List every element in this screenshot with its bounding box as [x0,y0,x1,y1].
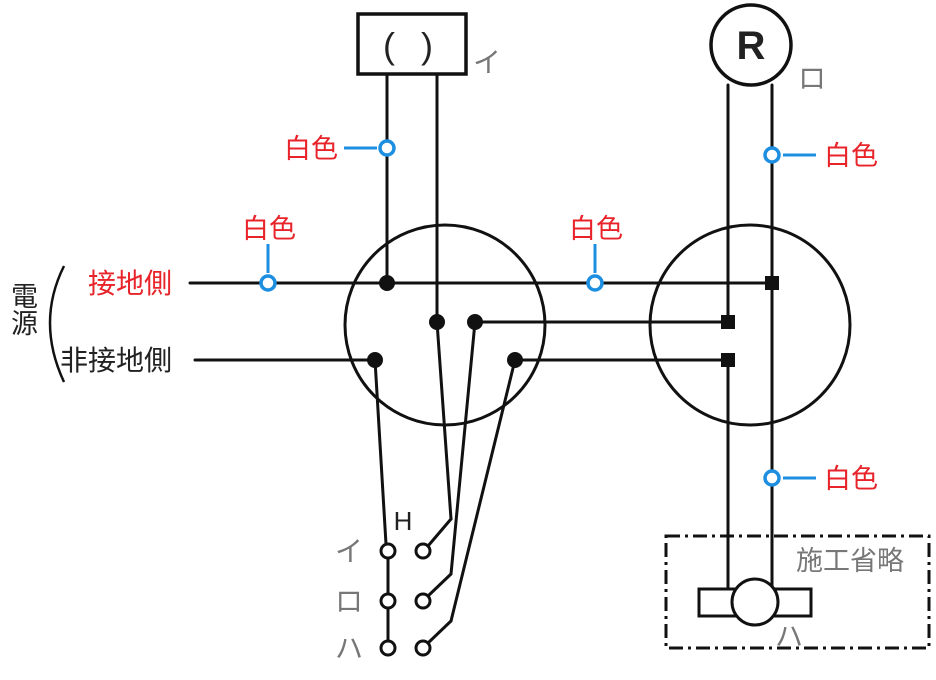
switch-ha-terminal-right [414,639,432,657]
omitted-fixture-circle [730,577,780,627]
white-marker [586,274,604,292]
node-square [765,276,779,290]
construction-omitted-label: 施工省略 [796,546,904,576]
lamp-receptacle-circuit-label: ロ [798,63,826,94]
switch-terminals [379,542,432,657]
white-wire-label-5: 白色 [824,464,878,494]
white-marker [763,146,781,164]
omitted-fixture-circuit-label: ハ [775,621,803,652]
lamp-receptacle-circle [709,3,793,87]
switch-ha-terminal-left [379,639,397,657]
ungrounded-side-label: 非接地側 [60,345,172,376]
white-wire-label-1: 白色 [284,134,338,164]
wire-switch-ro-drop [449,320,477,576]
hotaru-switch-mark: H [394,506,413,536]
switch-ro-terminal-left [379,592,397,610]
ceiling-light-box [356,12,468,76]
lamp-receptacle-symbol: R [737,24,766,68]
white-wire-markers [259,139,781,487]
ceiling-light-symbol: ( ) [383,25,441,66]
junction-box-right [648,223,852,427]
construction-omitted-box [664,534,931,650]
power-label: 電源 [7,282,37,336]
grounded-side-label: 接地側 [88,268,172,299]
node-square [721,315,735,329]
wire-feed-to-switches [373,358,388,546]
connector-nodes [721,276,779,367]
white-wire-leaders [266,146,816,480]
wire-switch-ha-drop [449,358,517,623]
wire-lines [188,72,774,645]
ceiling-light-circuit-label: イ [473,47,501,78]
switch-i-terminal-left [379,542,397,560]
node-dot [367,352,383,368]
white-marker [763,469,781,487]
node-dot [467,314,483,330]
wire-switch-i-return [435,320,453,521]
switch-ro-label: ロ [335,586,363,617]
switch-i-label: イ [335,536,363,567]
white-marker [378,139,396,157]
power-bracket [48,265,66,383]
junction-box-left [343,223,547,427]
white-marker [259,274,277,292]
switch-ha-label: ハ [335,633,363,664]
switch-ro-blade [426,572,453,598]
ring-sleeve-nodes [367,275,523,368]
switch-i-terminal-right [414,542,432,560]
white-wire-label-4: 白色 [824,141,878,171]
node-square [721,353,735,367]
switch-ha-blade [426,619,453,645]
switch-ro-terminal-right [414,592,432,610]
white-wire-label-2: 白色 [242,214,296,244]
white-wire-label-3: 白色 [569,214,623,244]
node-dot [507,352,523,368]
node-dot [379,275,395,291]
node-dot [429,314,445,330]
switch-i-blade [426,517,453,548]
